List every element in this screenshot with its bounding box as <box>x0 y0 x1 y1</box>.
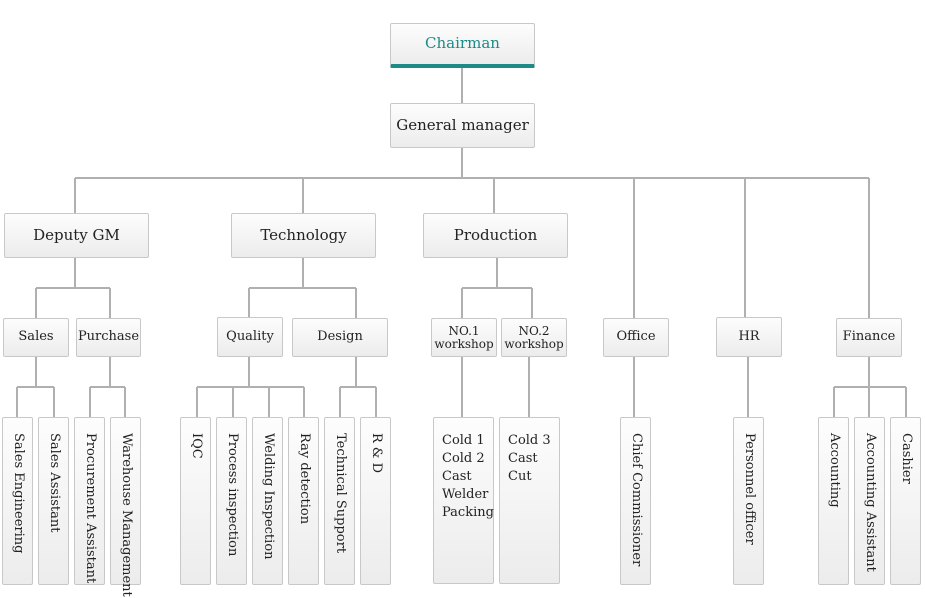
sales-label: Sales <box>18 329 54 345</box>
role-label: Technical Support <box>332 433 348 554</box>
workshop-item: Cast <box>508 451 538 466</box>
workshop-item: Cold 1 <box>442 433 485 448</box>
general-manager-box: General manager <box>390 103 535 148</box>
office-box: Office <box>603 318 669 357</box>
quality-label: Quality <box>226 328 274 344</box>
role-procurement-assistant: Procurement Assistant <box>74 417 105 585</box>
workshop-2-box: NO.2 workshop <box>501 318 567 357</box>
role-ray-detection: Ray detection <box>288 417 319 585</box>
workshop-item: Cold 3 <box>508 433 551 448</box>
workshop-1-line1: NO.1 <box>448 323 480 338</box>
deputy-gm-label: Deputy GM <box>33 225 120 244</box>
role-chief-commissioner: Chief Commissioner <box>620 417 651 585</box>
role-sales-assistant: Sales Assistant <box>38 417 69 585</box>
role-label: IQC <box>188 433 204 459</box>
role-warehouse-management: Warehouse Management <box>110 417 141 597</box>
role-accounting-assistant: Accounting Assistant <box>854 417 885 585</box>
role-label: Personnel officer <box>741 433 757 545</box>
role-rd: R & D <box>360 417 391 585</box>
chairman-label: Chairman <box>425 34 500 53</box>
role-label: R & D <box>368 433 384 474</box>
chairman-box: Chairman <box>390 23 535 68</box>
role-technical-support: Technical Support <box>324 417 355 585</box>
deputy-gm-box: Deputy GM <box>4 213 149 258</box>
workshop-1-box: NO.1 workshop <box>431 318 497 357</box>
role-label: Accounting Assistant <box>862 433 878 572</box>
role-personnel-officer: Personnel officer <box>733 417 764 585</box>
role-label: Procurement Assistant <box>82 433 98 584</box>
hr-box: HR <box>716 317 782 357</box>
technology-label: Technology <box>260 225 347 244</box>
workshop-item: Cold 2 <box>442 451 485 466</box>
role-label: Sales Engineering <box>10 433 26 554</box>
production-label: Production <box>453 225 538 244</box>
workshop-item: Cut <box>508 469 532 484</box>
workshop-2-line2: workshop <box>504 336 564 351</box>
design-box: Design <box>292 318 388 357</box>
role-welding-inspection: Welding Inspection <box>252 417 283 585</box>
purchase-box: Purchase <box>76 318 141 357</box>
role-label: Welding Inspection <box>260 433 276 560</box>
role-label: Ray detection <box>296 433 312 525</box>
technology-box: Technology <box>231 213 376 258</box>
role-iqc: IQC <box>180 417 211 585</box>
sales-box: Sales <box>3 318 69 357</box>
role-label: Cashier <box>898 433 914 484</box>
role-label: Chief Commissioner <box>628 433 644 567</box>
workshop-2-items: Cold 3 Cast Cut <box>499 417 560 584</box>
workshop-1-line2: workshop <box>434 336 494 351</box>
workshop-item: Cast <box>442 469 472 484</box>
role-label: Accounting <box>826 433 842 508</box>
production-box: Production <box>423 213 568 258</box>
hr-label: HR <box>738 328 760 344</box>
role-accounting: Accounting <box>818 417 849 585</box>
purchase-label: Purchase <box>77 329 140 345</box>
role-sales-engineering: Sales Engineering <box>2 417 33 585</box>
role-label: Sales Assistant <box>46 433 62 533</box>
workshop-item: Welder <box>442 487 489 502</box>
role-process-inspection: Process inspection <box>216 417 247 585</box>
quality-box: Quality <box>217 317 283 357</box>
general-manager-label: General manager <box>396 115 529 134</box>
workshop-2-line1: NO.2 <box>518 323 550 338</box>
role-label: Warehouse Management <box>118 433 134 597</box>
finance-box: Finance <box>836 318 902 357</box>
role-cashier: Cashier <box>890 417 921 585</box>
design-label: Design <box>317 329 363 345</box>
role-label: Process inspection <box>224 433 240 557</box>
workshop-item: Packing <box>442 505 494 520</box>
workshop-1-items: Cold 1 Cold 2 Cast Welder Packing <box>433 417 494 584</box>
office-label: Office <box>616 329 656 345</box>
finance-label: Finance <box>842 329 896 345</box>
